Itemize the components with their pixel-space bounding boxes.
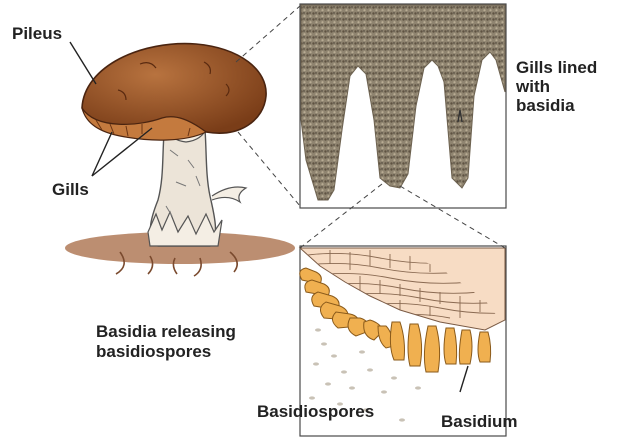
label-releasing-2: basidiospores	[96, 342, 211, 361]
gill-section-panel	[300, 4, 506, 208]
label-basidium: Basidium	[441, 412, 518, 431]
basidium	[424, 326, 439, 372]
label-basidiospores: Basidiospores	[257, 402, 374, 421]
label-gills-lined-1: Gills lined	[516, 58, 597, 77]
label-gills-lined-3: basidia	[516, 96, 575, 115]
label-releasing-1: Basidia releasing	[96, 322, 236, 341]
label-pileus: Pileus	[12, 24, 62, 43]
label-gills-lined-2: with	[516, 77, 550, 96]
label-gills: Gills	[52, 180, 89, 199]
